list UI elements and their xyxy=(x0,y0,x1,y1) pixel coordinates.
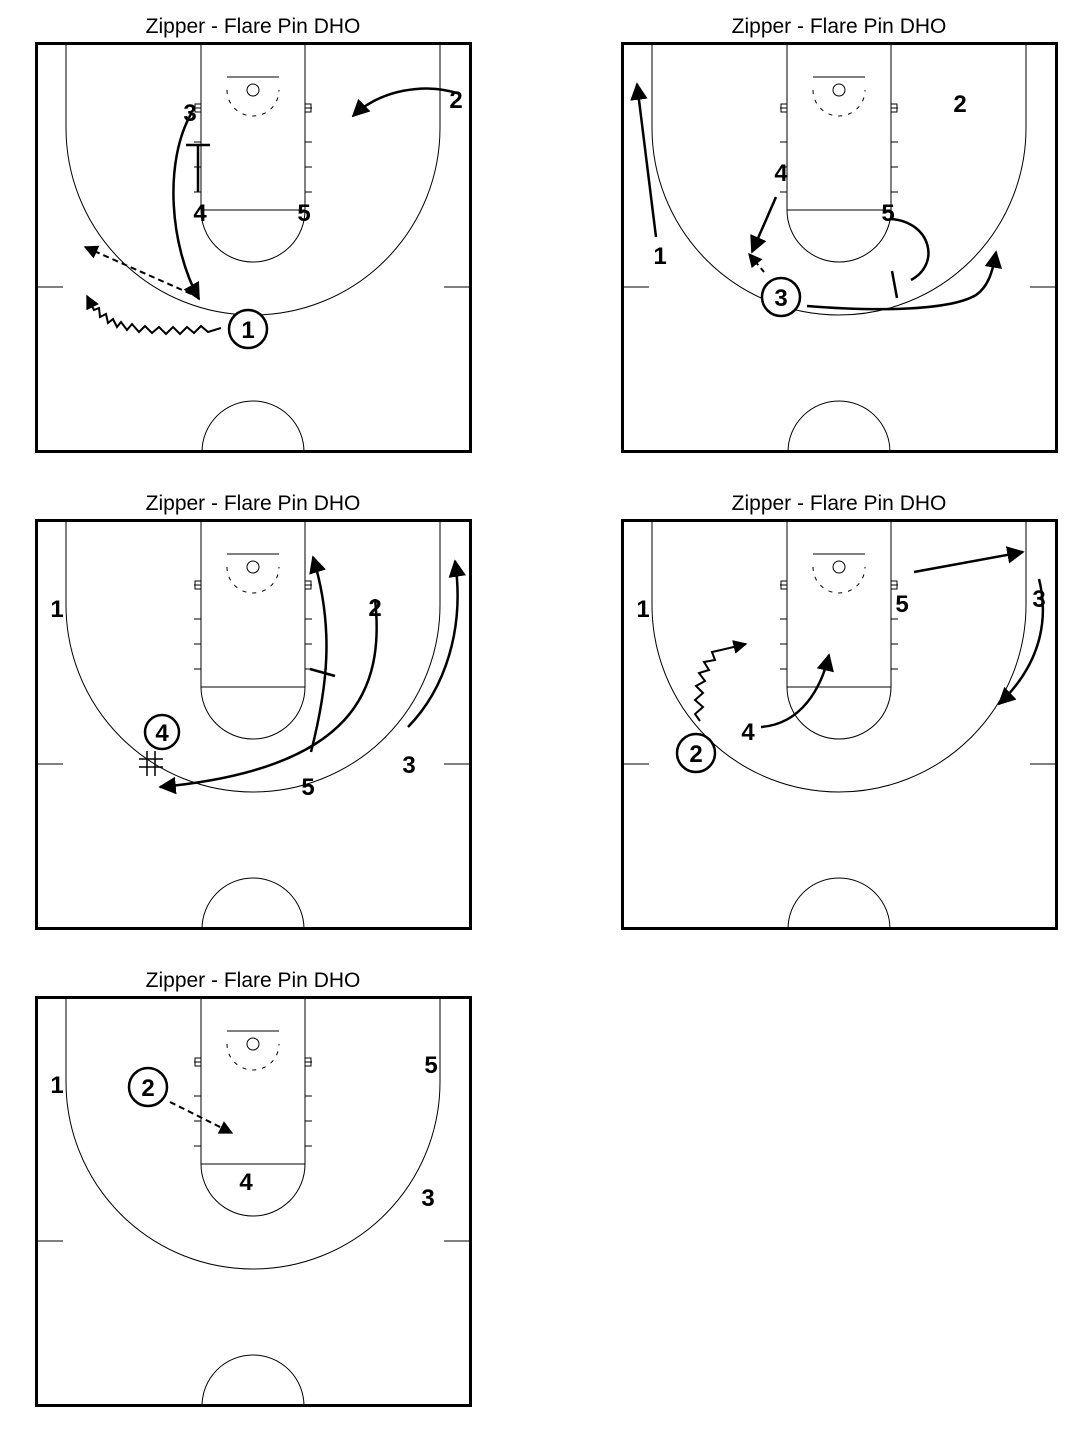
screen-marker xyxy=(309,667,336,678)
court-border xyxy=(621,519,1058,930)
screen-marker xyxy=(890,270,899,299)
court-lines xyxy=(622,42,1057,453)
court-lines xyxy=(36,42,471,453)
player-5: 5 xyxy=(297,200,310,227)
player-3: 3 xyxy=(1032,586,1045,613)
pass-arrow xyxy=(169,1101,234,1134)
diagram-5: Zipper - Flare Pin DHO 1 5 2 4 3 xyxy=(35,968,475,1408)
player-2: 2 xyxy=(953,91,966,118)
diagram-title: Zipper - Flare Pin DHO xyxy=(731,15,947,38)
pass-arrow xyxy=(748,252,765,273)
cut-arrow xyxy=(750,196,778,254)
half-court: 3 2 4 5 1 xyxy=(35,42,472,453)
player-3: 3 xyxy=(183,100,196,127)
cut-arrow xyxy=(407,559,466,728)
half-court: 1 2 4 5 3 xyxy=(35,519,472,930)
court-border xyxy=(35,519,472,930)
ball-handler-circle xyxy=(127,1066,169,1108)
player-4: 4 xyxy=(193,200,207,227)
player-4: 4 xyxy=(155,720,169,747)
cut-arrow xyxy=(913,546,1025,574)
half-court: 1 5 3 4 2 xyxy=(621,519,1058,930)
player-1: 1 xyxy=(653,243,666,270)
cut-arrow xyxy=(351,87,461,118)
diagram-4: Zipper - Flare Pin DHO 1 5 3 xyxy=(621,491,1061,931)
player-1: 1 xyxy=(636,596,649,623)
diagram-title: Zipper - Flare Pin DHO xyxy=(145,15,361,38)
ball-handler-circle xyxy=(143,713,181,751)
player-1: 1 xyxy=(50,596,63,623)
court-lines xyxy=(622,519,1057,930)
court-border xyxy=(35,42,472,453)
ball-handler-circle xyxy=(760,276,802,318)
player-5: 5 xyxy=(301,774,314,801)
dribble-arrow xyxy=(693,640,748,722)
player-2: 2 xyxy=(368,595,381,622)
player-1: 1 xyxy=(241,317,254,344)
cut-arrow xyxy=(997,578,1045,706)
diagram-3: Zipper - Flare Pin DHO xyxy=(35,491,475,931)
cut-arrow xyxy=(630,82,658,238)
player-4: 4 xyxy=(239,1169,253,1196)
diagram-title: Zipper - Flare Pin DHO xyxy=(145,492,361,515)
player-5: 5 xyxy=(881,200,894,227)
player-3: 3 xyxy=(421,1185,434,1212)
player-2: 2 xyxy=(449,87,462,114)
cut-arrow xyxy=(309,555,328,753)
diagram-title: Zipper - Flare Pin DHO xyxy=(145,969,361,992)
half-court: 1 5 2 4 3 xyxy=(35,996,472,1407)
court-lines xyxy=(36,519,471,930)
player-1: 1 xyxy=(50,1072,63,1099)
player-3: 3 xyxy=(402,752,415,779)
player-2: 2 xyxy=(689,741,702,768)
ball-handler-circle xyxy=(675,732,717,774)
cut-arrow xyxy=(172,111,201,301)
player-5: 5 xyxy=(424,1052,437,1079)
screen-marker xyxy=(139,751,163,776)
cut-arrow xyxy=(806,250,1003,311)
cut-arrow xyxy=(158,598,378,795)
cut-arrow xyxy=(760,653,834,729)
player-5: 5 xyxy=(895,591,908,618)
player-2: 2 xyxy=(141,1075,154,1102)
diagram-1: Zipper - Flare Pin DHO xyxy=(35,14,475,454)
pass-arrow xyxy=(83,245,199,298)
court-border xyxy=(35,996,472,1407)
half-court: 2 4 5 1 3 xyxy=(621,42,1058,453)
player-3: 3 xyxy=(774,285,787,312)
player-4: 4 xyxy=(774,160,788,187)
screen-path xyxy=(890,217,930,282)
screen-marker xyxy=(186,143,210,192)
ball-handler-circle xyxy=(227,308,269,350)
court-border xyxy=(621,42,1058,453)
dribble-arrow xyxy=(86,294,222,336)
diagram-title: Zipper - Flare Pin DHO xyxy=(731,492,947,515)
diagram-2: Zipper - Flare Pin DHO 2 xyxy=(621,14,1061,454)
player-4: 4 xyxy=(741,719,755,746)
court-lines xyxy=(36,996,471,1407)
